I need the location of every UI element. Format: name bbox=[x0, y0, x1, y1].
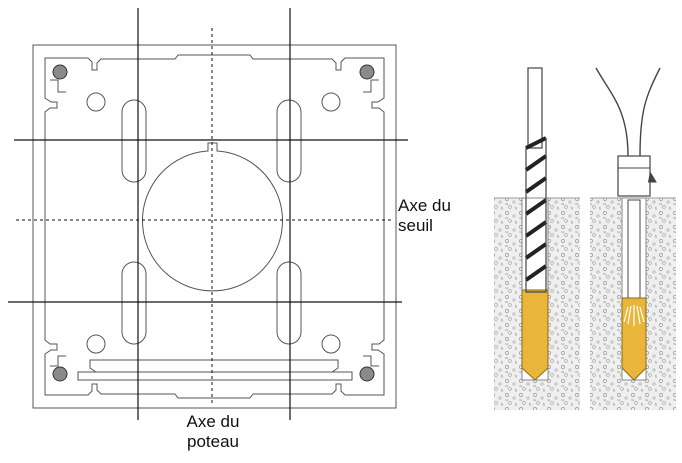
slot-bottom-left bbox=[121, 261, 147, 345]
bolt-tl bbox=[52, 64, 68, 80]
hole-tl bbox=[86, 92, 106, 112]
corner-bolts bbox=[52, 64, 375, 382]
post-axis-label-line1: Axe du bbox=[186, 412, 240, 431]
hose-right bbox=[639, 67, 661, 157]
blower-arrow-icon bbox=[648, 171, 657, 183]
cleaning-step bbox=[595, 67, 661, 381]
slot-top-left bbox=[121, 99, 147, 183]
corner-slot-tl bbox=[50, 79, 66, 93]
plate-outline bbox=[32, 44, 397, 409]
blower-tube bbox=[627, 199, 641, 299]
drill-spiral bbox=[524, 136, 548, 282]
corner-slot-bl bbox=[50, 355, 66, 367]
sill-axis-label-line1: Axe du bbox=[398, 196, 451, 215]
post-axis-label: Axe du poteau bbox=[178, 412, 248, 452]
bolt-br bbox=[359, 366, 375, 382]
axis-lines bbox=[16, 28, 392, 405]
post-axis-label-line2: poteau bbox=[187, 432, 239, 451]
blower-collar bbox=[617, 155, 651, 197]
bottom-rail-profile bbox=[89, 359, 339, 373]
base-plate bbox=[32, 44, 397, 409]
sill-axis-label: Axe du seuil bbox=[398, 196, 451, 236]
hole-bl bbox=[86, 334, 106, 354]
resin-fill-right bbox=[621, 297, 647, 381]
anchor-install-illustration bbox=[494, 67, 676, 410]
bolt-bl bbox=[52, 366, 68, 382]
slot-top-right bbox=[276, 99, 302, 183]
resin-fill-left bbox=[521, 289, 549, 381]
corner-slot-tr bbox=[363, 79, 379, 93]
bolt-tr bbox=[359, 64, 375, 80]
drilling-step bbox=[521, 67, 549, 381]
corner-slot-br bbox=[363, 355, 379, 367]
sill-axis-label-line2: seuil bbox=[398, 216, 433, 235]
drill-shank bbox=[527, 67, 543, 149]
hose-left bbox=[595, 67, 629, 157]
hole-br bbox=[321, 334, 341, 354]
air-jets bbox=[623, 305, 645, 326]
central-opening bbox=[142, 142, 283, 292]
slot-bottom-right bbox=[276, 261, 302, 345]
plate-inner-profile bbox=[44, 54, 385, 399]
bottom-rail-step bbox=[77, 371, 353, 381]
hole-tr bbox=[321, 92, 341, 112]
guide-lines bbox=[8, 8, 408, 420]
